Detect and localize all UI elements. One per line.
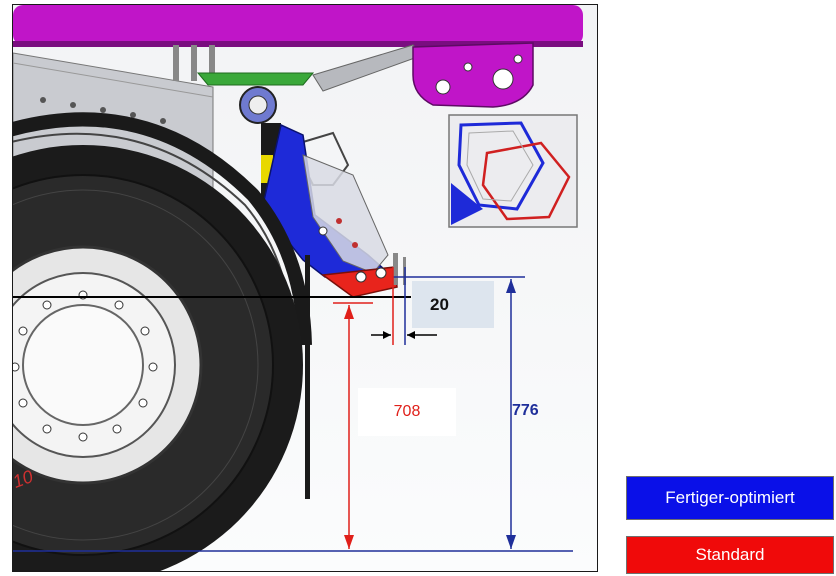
inset-blue-outline — [457, 121, 545, 211]
post — [209, 45, 215, 81]
optimized-height-label: 776 — [512, 402, 539, 419]
post — [173, 45, 179, 81]
mudflap-line — [305, 255, 310, 499]
offset-arrow-left — [383, 331, 391, 339]
cad-drawing: 10 — [12, 4, 598, 572]
chassis-beam — [13, 5, 583, 45]
legend-standard: Standard — [626, 536, 834, 574]
post — [191, 45, 197, 81]
offset-dimension-label: 20 — [412, 281, 494, 328]
fender — [13, 112, 312, 346]
magenta-bracket — [412, 42, 534, 108]
offset-arrow-right — [407, 331, 415, 339]
legend-optimized: Fertiger-optimiert — [626, 476, 834, 520]
fixing-bar — [393, 253, 398, 285]
chassis-beam-shadow — [13, 41, 583, 47]
green-mount — [196, 72, 315, 86]
standard-height-label: 708 — [358, 388, 456, 436]
support-strut — [312, 44, 424, 92]
cad-drawing-svg — [13, 5, 583, 571]
inset-red-outline — [481, 141, 571, 221]
